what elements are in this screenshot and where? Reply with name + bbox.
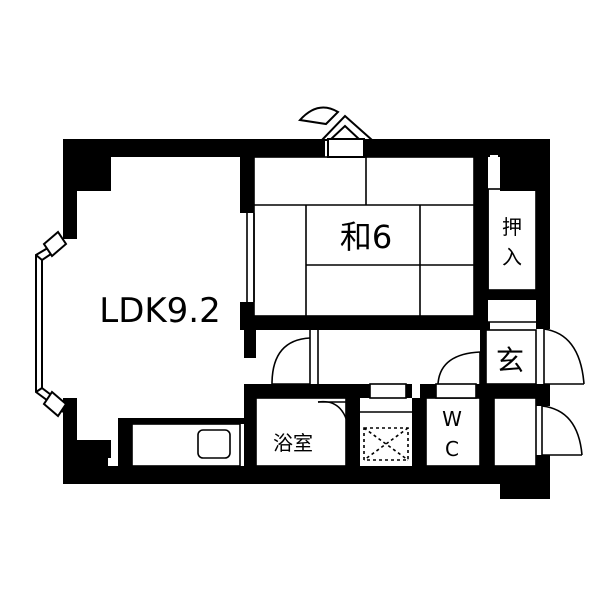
bay-window: [35, 238, 64, 413]
bathroom: [255, 397, 347, 467]
entrance-door: [543, 328, 585, 385]
exterior-walls: [63, 139, 550, 499]
oshiire-label-top: 押: [502, 215, 522, 239]
oshiire-label-bottom: 入: [502, 245, 522, 269]
wc: [425, 383, 481, 467]
tatami-lines: [253, 156, 475, 317]
interior-walls: [118, 157, 536, 466]
oshiire: [480, 188, 537, 291]
bathroom-door: [317, 400, 351, 437]
washitsu-sliding-door: [246, 213, 255, 302]
ldk-label: LDK9.2: [99, 291, 221, 331]
kitchen-counter: [131, 423, 241, 467]
wc-label-top: W: [442, 407, 462, 431]
ldk-door: [271, 330, 319, 385]
wc-label-bottom: C: [445, 437, 459, 461]
laundry-area: [360, 383, 412, 461]
hall-door: [437, 351, 481, 385]
genkan-label: 玄: [496, 344, 524, 377]
genkan: [485, 321, 537, 385]
storage-door: [493, 397, 583, 467]
bay-window-frame: [42, 230, 68, 418]
washitsu-label: 和6: [340, 218, 392, 256]
column-markers: [108, 155, 498, 466]
top-window: [298, 106, 375, 158]
bathroom-label: 浴室: [273, 431, 313, 455]
